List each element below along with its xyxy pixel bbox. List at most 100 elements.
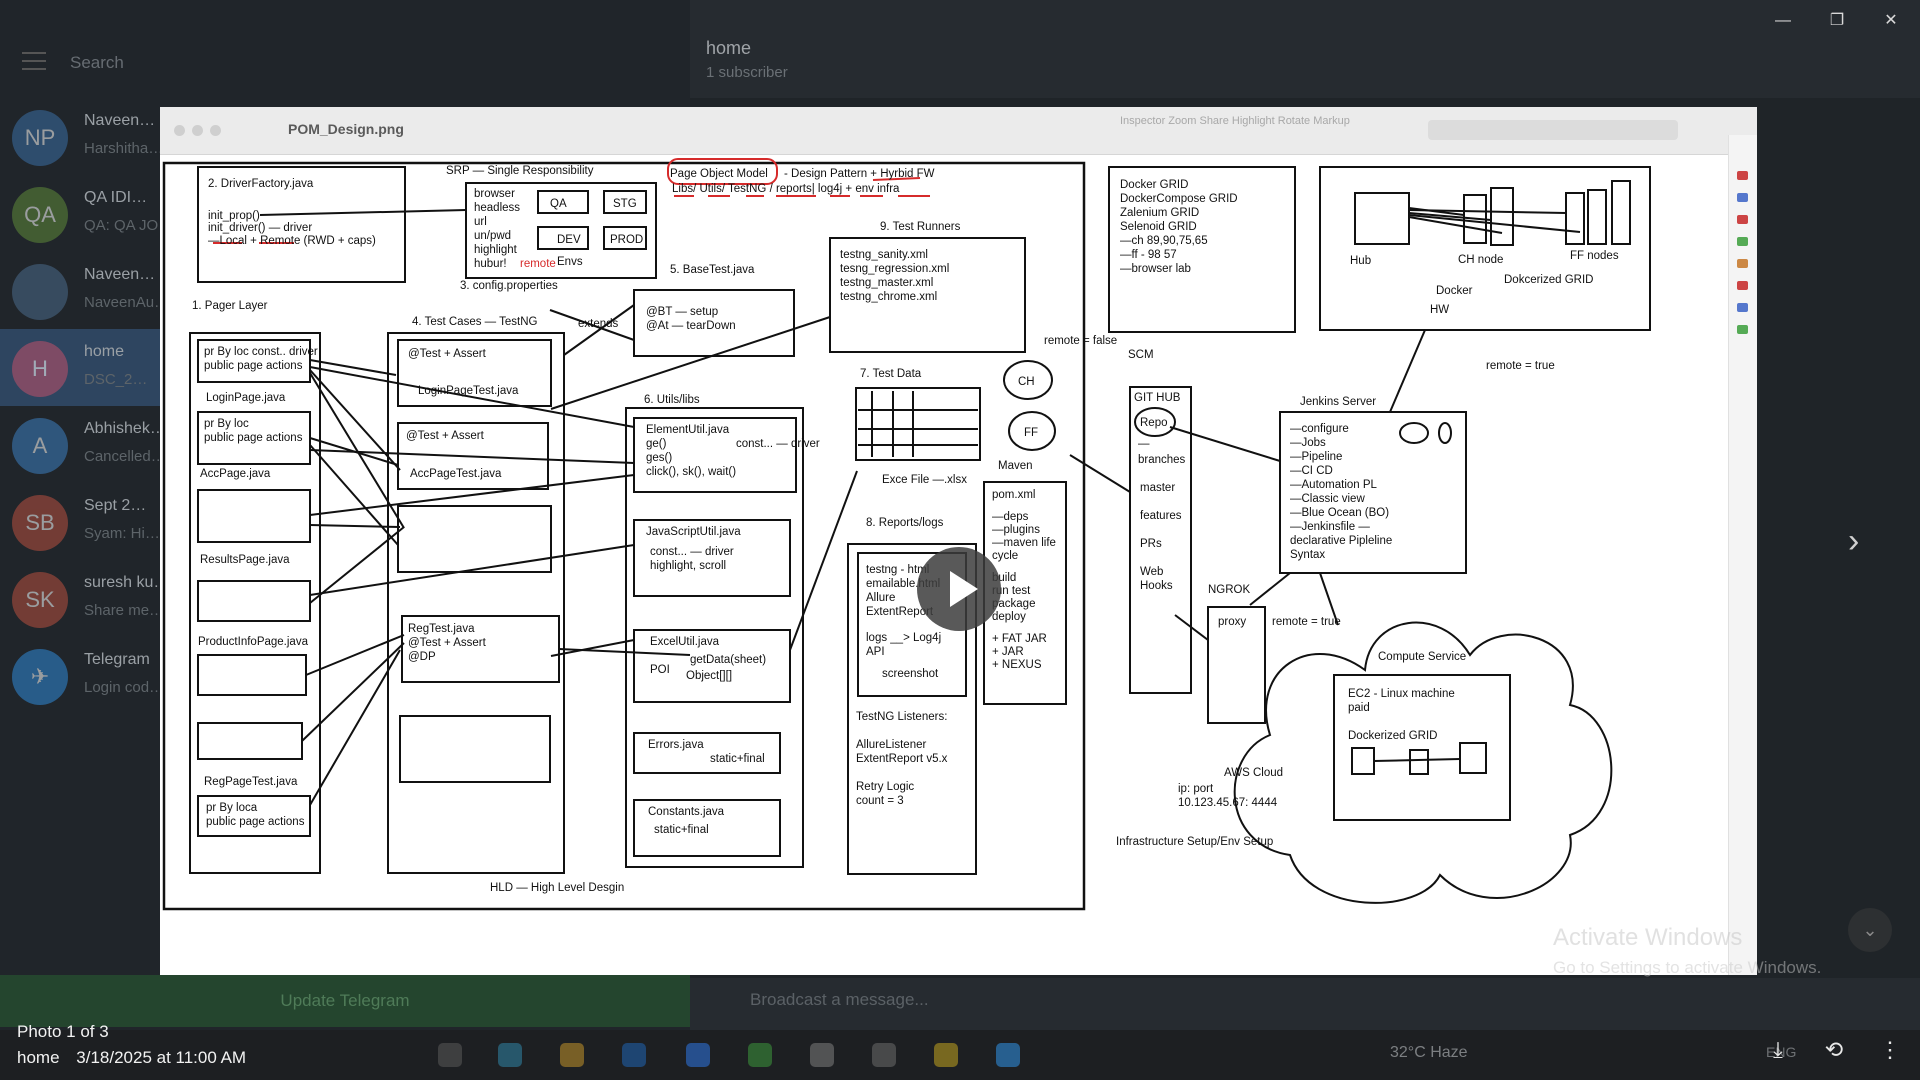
docker-line: —browser lab <box>1120 263 1191 275</box>
menu-icon[interactable] <box>22 52 46 70</box>
eu-line: ges() <box>646 452 672 464</box>
ec2-line: paid <box>1348 702 1370 714</box>
github-line: — <box>1138 438 1150 450</box>
preview-tools: Inspector Zoom Share Highlight Rotate Ma… <box>1120 115 1350 127</box>
chat-preview: NaveenAu… <box>84 294 170 311</box>
image-filename: POM_Design.png <box>288 121 404 137</box>
chat-preview: Harshitha… <box>84 140 164 157</box>
app-icon[interactable] <box>810 1043 834 1067</box>
edge-icon[interactable] <box>498 1043 522 1067</box>
chat-item[interactable]: A Abhishek… Cancelled… <box>0 406 690 483</box>
more-options-icon[interactable]: ⋮ <box>1879 1037 1901 1062</box>
outlook-icon[interactable] <box>622 1043 646 1067</box>
reports-line: Allure <box>866 592 895 604</box>
github-line: PRs <box>1140 538 1162 550</box>
play-button[interactable] <box>917 547 1001 631</box>
zoom-icon[interactable] <box>686 1043 710 1067</box>
restore-button[interactable]: ❐ <box>1829 12 1845 29</box>
regpage-label: RegPageTest.java <box>204 776 298 788</box>
message-bar <box>690 978 1920 1030</box>
close-button[interactable]: ✕ <box>1884 12 1898 29</box>
env-qa: QA <box>550 198 567 210</box>
chat-name: Telegram <box>84 651 150 668</box>
tc-text: @Test + Assert <box>406 430 485 442</box>
sidebar-icon <box>1737 281 1748 290</box>
excel-line: Object[][] <box>686 670 732 682</box>
message-input[interactable]: Broadcast a message... <box>750 990 929 1009</box>
runner-line: testng_sanity.xml <box>840 249 928 261</box>
photo-meta: home 3/18/2025 at 11:00 AM <box>17 1048 258 1068</box>
constants-line: Constants.java <box>648 806 725 818</box>
telegram-taskbar-icon[interactable] <box>996 1043 1020 1067</box>
pom-line: —deps <box>992 511 1029 523</box>
chat-name: Abhishek… <box>84 420 166 437</box>
pager-text: pr By loca <box>206 802 258 814</box>
rotate-icon[interactable]: ⟲ <box>1824 1037 1844 1062</box>
jenkins-line: —Jenkinsfile — <box>1290 521 1370 533</box>
chat-name: Sept 2… <box>84 497 147 514</box>
pager-text: public page actions <box>206 816 305 828</box>
df-line: init_prop() <box>208 210 260 222</box>
next-photo-chevron-icon[interactable]: › <box>1848 522 1860 560</box>
sidebar-icon <box>1737 171 1748 180</box>
jenkins-line: —Blue Ocean (BO) <box>1290 507 1389 519</box>
remote-true-label: remote = true <box>1272 616 1341 628</box>
dockerized-label: Dokcerized GRID <box>1504 274 1593 286</box>
settings-icon[interactable] <box>872 1043 896 1067</box>
chat-title: home <box>706 38 752 58</box>
errors-line: static+final <box>710 753 765 765</box>
basetest-title: 5. BaseTest.java <box>670 264 755 276</box>
jenkins-line: declarative Pipleline <box>1290 535 1392 547</box>
chat-item[interactable]: ✈ Telegram Login cod… <box>0 637 690 714</box>
minimize-button[interactable]: — <box>1775 12 1791 29</box>
photo-sender[interactable]: home <box>17 1048 60 1067</box>
pom-design-diagram: Page Object Model - Design Pattern + Hyr… <box>162 158 1651 911</box>
productinfo-label: ProductInfoPage.java <box>198 636 309 648</box>
tc-text: RegTest.java <box>408 623 475 635</box>
weather-widget[interactable]: 32°C Haze <box>1390 1044 1468 1061</box>
envs-label: Envs <box>557 256 583 268</box>
download-icon[interactable]: ⤓ <box>1773 1037 1783 1062</box>
chrome-icon[interactable] <box>748 1043 772 1067</box>
chnode-label: CH node <box>1458 254 1503 266</box>
chat-item[interactable]: SB Sept 2… Syam: Hi… <box>0 483 690 560</box>
js-line: const... — driver <box>650 546 734 558</box>
tc-text: LoginPageTest.java <box>418 385 519 397</box>
pom-line: package <box>992 598 1035 610</box>
df-line: init_driver() — driver <box>208 222 312 234</box>
taskbar-lang[interactable]: ENG <box>1766 1044 1797 1060</box>
config-line: headless <box>474 202 520 214</box>
preview-sidebar <box>1728 135 1757 975</box>
docker-line: Selenoid GRID <box>1120 221 1197 233</box>
explorer-icon[interactable] <box>560 1043 584 1067</box>
search-input[interactable]: Search <box>70 53 124 72</box>
chat-item[interactable]: Naveen… NaveenAu… <box>0 252 690 329</box>
env-prod: PROD <box>610 234 643 246</box>
pom-subtitle: Libs/ Utils/ TestNG / reports| log4j + e… <box>672 183 900 195</box>
chevron-down-icon[interactable]: ⌄ <box>1848 908 1892 952</box>
config-line: hubur! <box>474 258 507 270</box>
config-line: url <box>474 216 487 228</box>
pager-text: public page actions <box>204 432 303 444</box>
taskview-icon[interactable] <box>438 1043 462 1067</box>
avatar: SB <box>12 495 68 551</box>
github-line: Repo <box>1140 417 1168 429</box>
excel-line: getData(sheet) <box>690 654 766 666</box>
aws-label: AWS Cloud <box>1224 767 1283 779</box>
sidebar-icon <box>1737 215 1748 224</box>
pager-text: pr By loc const.. driver <box>204 346 318 358</box>
app-icon[interactable] <box>934 1043 958 1067</box>
chat-item[interactable]: NP Naveen… Harshitha… <box>0 98 690 175</box>
ff-label: FF <box>1024 427 1038 439</box>
chat-item[interactable]: SK suresh ku… Share me… <box>0 560 690 637</box>
update-telegram-button[interactable]: Update Telegram <box>0 975 690 1027</box>
srp-label: SRP — Single Responsibility <box>446 165 594 177</box>
activate-windows-subtitle: Go to Settings to activate Windows. <box>1553 958 1822 977</box>
sidebar-icon <box>1737 303 1748 312</box>
jenkins-line: —CI CD <box>1290 465 1333 477</box>
chat-preview: Syam: Hi… <box>84 525 160 542</box>
env-stg: STG <box>613 198 637 210</box>
eu-line: click(), sk(), wait() <box>646 466 736 478</box>
chat-item[interactable]: QA QA IDI… QA: QA JO… <box>0 175 690 252</box>
reports-title: 8. Reports/logs <box>866 517 944 529</box>
